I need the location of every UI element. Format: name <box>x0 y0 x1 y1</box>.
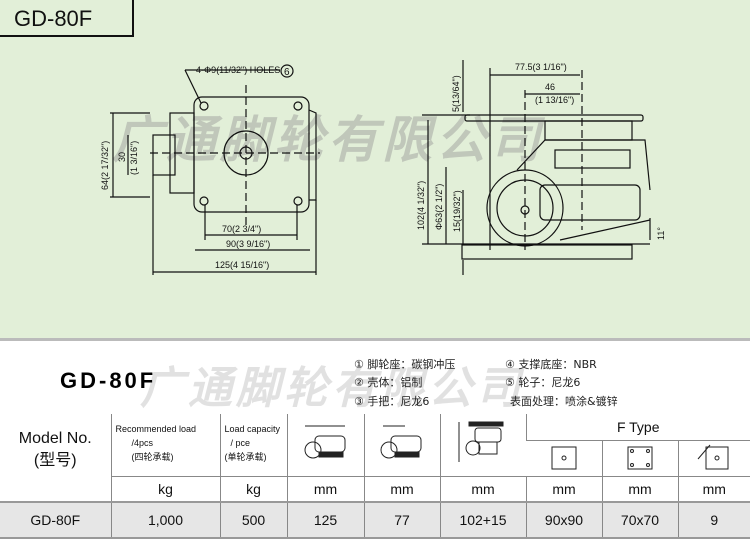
cell-rec-load: 1,000 <box>110 501 220 539</box>
unit-cell: mm <box>439 475 526 502</box>
plate-size-icon <box>526 440 602 476</box>
cell-model: GD-80F <box>0 501 111 539</box>
drawing-area: GD-80F 广通脚轮有限公司 4-Φ9(11/32") HOLES 6 70(… <box>0 0 750 338</box>
angle-label: 11° <box>656 227 666 240</box>
top-view-drawing <box>110 64 320 275</box>
cell-hole-spacing: 70x70 <box>601 501 678 539</box>
rec-load-header-2: /4pcs <box>131 438 154 448</box>
watermark-info: 广通脚轮有限公司 <box>140 363 524 414</box>
hole-spacing-icon <box>601 440 678 476</box>
dim-70-label: 70(2 3/4") <box>222 224 261 234</box>
unit-cell: mm <box>677 475 750 502</box>
material-item: ③ 手把：尼龙6 <box>354 395 430 408</box>
material-item: ⑤ 轮子：尼龙6 <box>505 376 581 389</box>
cell-load-cap: 500 <box>219 501 287 539</box>
ftype-header: F Type <box>525 414 750 441</box>
caster-height-icon <box>439 414 526 476</box>
unit-cell: kg <box>110 475 220 502</box>
load-cap-header-2: / pce <box>230 438 251 448</box>
dim-46-in-label: (1 13/16") <box>535 95 574 105</box>
cell-offset: 77 <box>363 501 440 539</box>
unit-cell: mm <box>286 475 364 502</box>
table-row: GD-80F 1,000 500 125 77 102+15 90x90 70x… <box>0 501 750 539</box>
divider <box>0 338 750 341</box>
dim-90-label: 90(3 9/16") <box>226 239 270 249</box>
dim-5-label: 5(13/64") <box>451 75 461 112</box>
dim-125-label: 125(4 15/16") <box>215 260 269 270</box>
material-item: ① 脚轮座：碳钢冲压 <box>354 358 456 371</box>
material-item: ② 壳体：铝制 <box>354 376 423 389</box>
hole-diameter-icon <box>677 440 750 476</box>
unit-cell: kg <box>219 475 287 502</box>
holes-label: 4-Φ9(11/32") HOLES <box>196 65 280 75</box>
model-header-cn: (型号) <box>33 452 77 469</box>
dim-46-label: 46 <box>545 82 555 92</box>
load-cap-header-cn: (单轮承载) <box>224 452 267 462</box>
dim-63-label: Φ63(2 1/2") <box>434 184 444 230</box>
unit-cell: mm <box>363 475 440 502</box>
dim-102-label: 102(4 1/32") <box>416 181 426 230</box>
rec-load-header-cn: (四轮承载) <box>131 452 174 462</box>
material-item: 表面处理：喷涂&镀锌 <box>510 395 618 408</box>
technical-drawing: 4-Φ9(11/32") HOLES 6 70(2 3/4") 90(3 9/1… <box>100 60 666 275</box>
holes-ref-label: 6 <box>284 67 290 78</box>
page-title: GD-80F <box>0 0 134 37</box>
dim-30-label: 30 <box>117 152 127 162</box>
material-item: ④ 支撑底座：NBR <box>505 358 597 371</box>
info-model-name: GD-80F <box>60 368 157 393</box>
dim-30-in-label: (1 3/16") <box>129 141 139 175</box>
unit-cell: mm <box>525 475 602 502</box>
cell-hole-dia: 9 <box>677 501 750 539</box>
side-view-drawing <box>422 60 651 275</box>
spec-table: Model No. (型号) Recommended load /4pcs (四… <box>0 414 750 539</box>
caster-width-icon <box>286 414 364 476</box>
cell-plate: 90x90 <box>525 501 602 539</box>
caster-offset-icon <box>363 414 440 476</box>
dim-15-label: 15(19/32") <box>452 190 462 232</box>
rec-load-header: Recommended load <box>115 424 197 434</box>
cell-width: 125 <box>286 501 364 539</box>
dim-77-label: 77.5(3 1/16") <box>515 62 567 72</box>
model-header: Model No. <box>18 430 92 447</box>
dim-64-label: 64(2 17/32") <box>100 141 110 190</box>
unit-cell: mm <box>601 475 678 502</box>
load-cap-header: Load capacity <box>224 424 281 434</box>
cell-height: 102+15 <box>439 501 526 539</box>
